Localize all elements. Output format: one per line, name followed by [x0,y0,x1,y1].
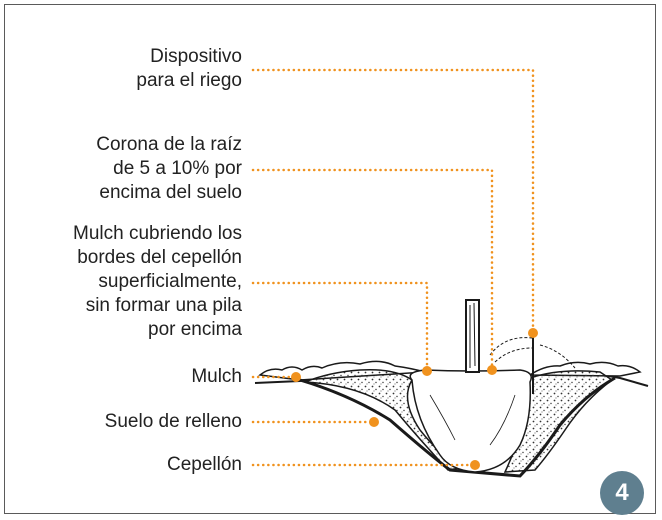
label-line: Mulch [191,366,242,387]
label-mulch-edges: Mulch cubriendo los bordes del cepellón … [73,222,242,342]
tree-trunk [465,299,480,373]
label-line: de 5 a 10% por [113,158,242,179]
label-backfill: Suelo de relleno [105,410,242,434]
label-line: Mulch cubriendo los [73,223,242,244]
leader-root-crown [251,168,494,372]
marker-irrigation [528,328,538,338]
marker-backfill [369,417,379,427]
label-line: sin formar una pila [85,295,242,316]
label-line: Dispositivo [150,46,242,67]
marker-mulch [291,372,301,382]
label-root-crown: Corona de la raíz de 5 a 10% por encima … [96,133,242,205]
leader-irrigation [251,68,535,335]
leader-mulch-edges [251,281,429,373]
label-rootball: Cepellón [167,453,242,477]
marker-mulch-edges [422,366,432,376]
label-line: para el riego [136,70,242,91]
label-mulch: Mulch [191,365,242,389]
mulch-layer-left [258,360,426,381]
label-line: Suelo de relleno [104,411,242,432]
label-irrigation-device: Dispositivo para el riego [136,45,242,93]
rootball-shape [409,369,532,473]
label-line: bordes del cepellón [77,247,242,268]
label-line: por encima [148,319,242,340]
marker-rootball [470,460,480,470]
label-line: Corona de la raíz [96,134,242,155]
planting-hole [299,376,616,478]
figure-number-badge: 4 [600,471,644,515]
label-line: Cepellón [167,454,242,475]
label-line: superficialmente, [98,271,242,292]
label-line: encima del suelo [99,182,242,203]
marker-root-crown [487,365,497,375]
